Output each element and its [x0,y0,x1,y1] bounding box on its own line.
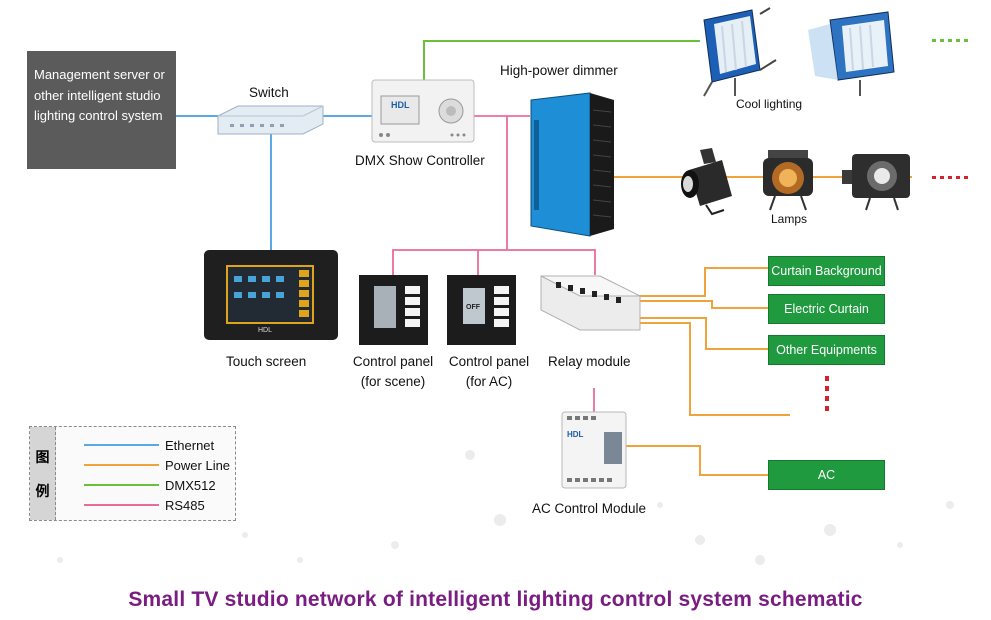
lamps-continue-dots [932,176,968,179]
legend-side-char-2: 例 [35,482,50,499]
legend-line-dmx512 [84,484,159,486]
lamp-ellipsoidal [681,148,732,216]
relay-module-device [540,275,641,331]
management-line-3: lighting control system [34,108,163,123]
cool-light-left [703,7,777,97]
management-line-1: Management server or [34,67,165,82]
dmx512-lines [423,40,700,80]
rs485-lines [392,115,596,412]
legend-text-ethernet: Ethernet [165,437,215,453]
ethernet-lines [176,115,372,250]
management-server-box: Management server or other intelligent s… [27,51,176,169]
management-line-2: other intelligent studio [34,87,161,103]
equipment-other: Other Equipments [768,335,885,365]
dmx-controller-label: DMX Show Controller [355,153,485,168]
ac-module-hdl-logo: HDL [567,430,584,439]
legend-side-char-1: 图 [35,448,50,465]
equipment-ac: AC [768,460,885,490]
control-panel-scene-device [359,275,428,345]
legend-text-dmx512: DMX512 [165,477,216,493]
legend-box: 图 例 Ethernet Power Line DMX512 RS485 [29,426,236,521]
dmx-continue-dots [932,39,968,42]
dimmer-device [530,92,614,237]
switch-label: Switch [249,85,289,100]
control-panel-ac-line-2: (for AC) [465,374,513,389]
ac-control-module-label: AC Control Module [532,501,647,516]
ac-control-module-device [561,411,627,489]
dmx-controller-device [371,79,475,143]
legend-text-power: Power Line [165,457,231,473]
control-panel-scene-line-2: (for scene) [360,374,426,389]
lamp-par [842,154,910,211]
dimmer-label: High-power dimmer [500,63,618,78]
lamps-label: Lamps [771,212,808,226]
legend-text-rs485: RS485 [165,497,205,513]
touch-screen-device [204,250,338,340]
switch-device [217,105,324,135]
relay-module-label: Relay module [548,354,631,369]
equipment-continue-dots [825,376,829,411]
lamp-fresnel [763,150,813,211]
legend-line-rs485 [84,504,159,506]
control-panel-scene-label: Control panel (for scene) [343,352,443,392]
equipment-electric-curtain: Electric Curtain [768,294,885,324]
equipment-curtain-background: Curtain Background [768,256,885,286]
cool-lighting-label: Cool lighting [736,97,803,111]
background-dots [57,450,954,565]
control-panel-ac-line-1: Control panel [448,354,530,369]
legend-item-ethernet: Ethernet [84,435,214,455]
cool-light-right [808,11,895,96]
legend-line-ethernet [84,444,159,446]
ac-panel-off-text: OFF [466,304,480,311]
legend-side-label: 图 例 [30,427,56,520]
legend-item-power: Power Line [84,455,230,475]
power-lines [612,176,912,476]
control-panel-ac-label: Control panel (for AC) [437,352,541,392]
touch-screen-label: Touch screen [226,354,307,369]
schematic-title: Small TV studio network of intelligent l… [128,588,863,611]
legend-item-rs485: RS485 [84,495,205,515]
control-panel-ac-device [447,275,516,345]
legend-item-dmx512: DMX512 [84,475,216,495]
touch-hdl-logo: HDL [258,327,273,334]
dmx-hdl-logo: HDL [391,100,410,110]
control-panel-scene-line-1: Control panel [352,354,434,369]
legend-line-power [84,464,159,466]
